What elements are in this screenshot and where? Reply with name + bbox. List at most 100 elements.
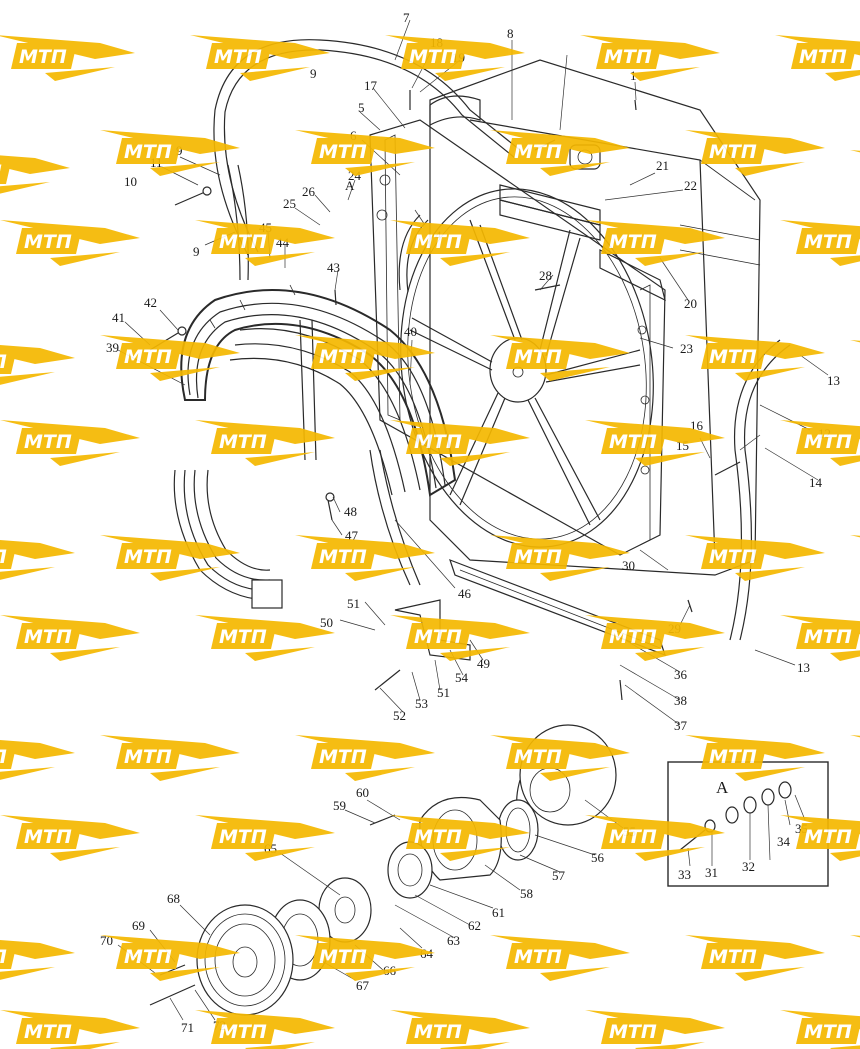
part-number-52: 52	[393, 708, 406, 723]
svg-text:МТП: МТП	[609, 431, 657, 453]
part-number-42: 42	[144, 295, 157, 310]
part-number-58: 58	[520, 886, 533, 901]
svg-text:МТП: МТП	[414, 1021, 462, 1043]
svg-text:МТП: МТП	[804, 1021, 852, 1043]
svg-text:МТП: МТП	[709, 946, 757, 968]
svg-text:МТП: МТП	[219, 826, 267, 848]
watermark-logo: МТП	[780, 615, 860, 661]
watermark-logo: МТП	[0, 739, 75, 780]
part-number-37: 37	[674, 718, 688, 733]
part-number-38: 38	[674, 693, 687, 708]
svg-text:МТП: МТП	[609, 826, 657, 848]
watermark-logo: МТП	[295, 130, 435, 176]
part-number-43: 43	[327, 260, 340, 275]
svg-text:МТП: МТП	[804, 826, 852, 848]
svg-text:МТП: МТП	[804, 231, 852, 253]
part-number-69: 69	[132, 918, 145, 933]
part-number-33: 33	[678, 867, 691, 882]
watermark-logo: МТП	[775, 35, 860, 81]
part-number-41: 41	[112, 310, 125, 325]
part-number-51: 51	[437, 685, 450, 700]
watermark-logo: МТП	[585, 1010, 725, 1049]
watermark-logo: МТП	[295, 735, 435, 781]
watermark-logo: МТП	[295, 535, 435, 581]
part-number-51: 51	[347, 596, 360, 611]
watermark-logo: МТП	[195, 1010, 335, 1049]
part-number-7: 7	[403, 10, 410, 25]
part-number-22: 22	[684, 178, 697, 193]
watermark-logo: МТП	[585, 220, 725, 266]
watermark-logo: МТП	[780, 815, 860, 861]
watermark-logo: МТП	[100, 735, 240, 781]
svg-text:МТП: МТП	[319, 141, 367, 163]
part-number-68: 68	[167, 891, 180, 906]
svg-text:МТП: МТП	[414, 231, 462, 253]
watermark-logo: МТП	[100, 935, 240, 981]
svg-text:МТП: МТП	[24, 431, 72, 453]
watermark-logo: МТП	[780, 1010, 860, 1049]
watermark-logo: МТП	[0, 939, 75, 980]
part-number-50: 50	[320, 615, 333, 630]
inset-title: A	[716, 778, 729, 797]
svg-text:МТП: МТП	[219, 231, 267, 253]
watermark-logo: МТП	[390, 1010, 530, 1049]
part-number-60: 60	[356, 785, 369, 800]
watermark-logo: МТП	[585, 815, 725, 861]
svg-text:МТП: МТП	[709, 141, 757, 163]
part-number-26: 26	[302, 184, 316, 199]
svg-text:МТП: МТП	[609, 626, 657, 648]
watermark-logo: МТП	[385, 35, 525, 81]
svg-text:МТП: МТП	[414, 826, 462, 848]
part-number-10: 10	[124, 174, 137, 189]
watermark-layer: МТП МТП МТП МТП МТП МТП МТП МТП МТП МТП МТП МТП МТП М…	[0, 35, 860, 1049]
part-number-28: 28	[539, 268, 552, 283]
part-number-13: 13	[797, 660, 810, 675]
watermark-logo: МТП	[195, 815, 335, 861]
watermark-logo: МТП	[585, 420, 725, 466]
part-number-56: 56	[591, 850, 605, 865]
part-number-30: 30	[622, 558, 635, 573]
watermark-logo: МТП	[390, 420, 530, 466]
watermark-logo: МТП	[685, 735, 825, 781]
svg-text:МТП: МТП	[319, 546, 367, 568]
svg-text:МТП: МТП	[124, 346, 172, 368]
part-number-39: 39	[106, 340, 119, 355]
svg-text:МТП: МТП	[709, 546, 757, 568]
svg-text:МТП: МТП	[514, 946, 562, 968]
watermark-logo: МТП	[580, 35, 720, 81]
part-number-40: 40	[404, 324, 417, 339]
watermark-logo: МТП	[190, 35, 330, 81]
svg-text:МТП: МТП	[804, 626, 852, 648]
part-number-59: 59	[333, 798, 346, 813]
svg-text:МТП: МТП	[0, 546, 7, 568]
svg-text:МТП: МТП	[799, 46, 847, 68]
watermark-logo: МТП	[295, 335, 435, 381]
svg-text:МТП: МТП	[514, 746, 562, 768]
svg-text:МТП: МТП	[709, 746, 757, 768]
watermark-logo: МТП	[195, 220, 335, 266]
svg-text:МТП: МТП	[124, 141, 172, 163]
part-number-8: 8	[507, 26, 514, 41]
detail-inset-a: A	[667, 761, 829, 887]
svg-text:МТП: МТП	[609, 231, 657, 253]
watermark-logo: МТП	[490, 535, 630, 581]
part-number-31: 31	[705, 865, 718, 880]
svg-text:МТП: МТП	[0, 946, 7, 968]
part-number-53: 53	[415, 696, 428, 711]
svg-text:МТП: МТП	[319, 346, 367, 368]
part-number-61: 61	[492, 905, 505, 920]
svg-text:МТП: МТП	[414, 431, 462, 453]
part-number-32: 32	[742, 859, 755, 874]
watermark-logo: МТП	[390, 615, 530, 661]
part-number-21: 21	[656, 158, 669, 173]
watermark-logo: МТП	[0, 220, 140, 266]
svg-text:МТП: МТП	[24, 1021, 72, 1043]
svg-text:МТП: МТП	[124, 546, 172, 568]
watermark-logo: МТП	[850, 735, 860, 738]
svg-text:МТП: МТП	[19, 46, 67, 68]
svg-text:МТП: МТП	[219, 1021, 267, 1043]
watermark-logo: МТП	[195, 615, 335, 661]
svg-text:МТП: МТП	[124, 746, 172, 768]
part-number-9: 9	[176, 143, 183, 158]
